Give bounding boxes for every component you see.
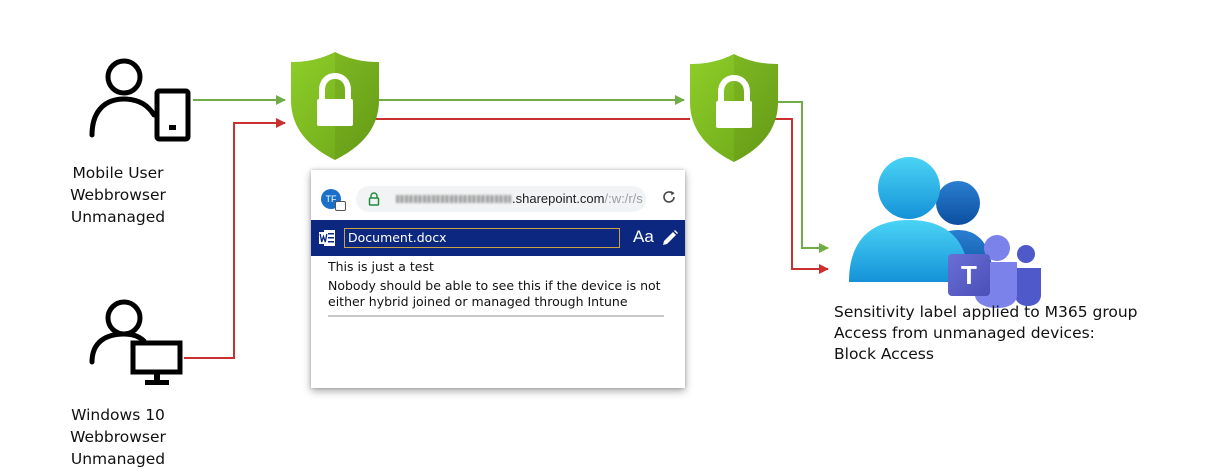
mobile-user-line-2: Webbrowser bbox=[70, 186, 166, 204]
document-line-2: Nobody should be able to see this if the… bbox=[328, 278, 661, 293]
document-name: Document.docx bbox=[348, 230, 447, 245]
url-text: .sharepoint.com/:w:/r/s bbox=[512, 191, 643, 206]
shield2-to-teams-green-arrow bbox=[775, 101, 829, 253]
windows-user-line-3: Unmanaged bbox=[70, 450, 166, 468]
mobile-user-line-1: Mobile User bbox=[72, 164, 164, 182]
address-bar[interactable]: .sharepoint.com/:w:/r/s bbox=[356, 186, 646, 212]
edit-pencil-icon[interactable] bbox=[661, 229, 679, 247]
reload-icon[interactable] bbox=[661, 189, 677, 205]
profile-badge-icon bbox=[335, 201, 346, 211]
mobile-browser-screenshot: TF .sharepoint.com/:w:/r/s Document.docx… bbox=[311, 170, 685, 388]
word-toolbar: Document.docx Aa bbox=[311, 220, 685, 256]
document-line-3: either hybrid joined or managed through … bbox=[328, 294, 628, 309]
teams-badge-letter: T bbox=[961, 260, 977, 290]
shield-lock-icon-2 bbox=[690, 54, 778, 162]
windows-user-caption: Windows 10 Webbrowser Unmanaged bbox=[53, 404, 183, 470]
document-body: This is just a test Nobody should be abl… bbox=[328, 259, 673, 310]
caption-line-2: Access from unmanaged devices: bbox=[834, 324, 1095, 342]
windows-to-shield-arrow bbox=[184, 118, 286, 359]
document-line-1: This is just a test bbox=[328, 259, 434, 274]
m365-group-teams-icon bbox=[849, 157, 1041, 308]
mobile-user-icon bbox=[89, 58, 191, 142]
windows-user-line-1: Windows 10 bbox=[71, 406, 165, 424]
shield-lock-icon bbox=[291, 52, 379, 160]
caption-line-1: Sensitivity label applied to M365 group bbox=[834, 303, 1138, 321]
caption-line-3: Block Access bbox=[834, 345, 934, 363]
mobile-user-line-3: Unmanaged bbox=[70, 208, 166, 226]
url-domain: .sharepoint.com bbox=[512, 191, 605, 206]
windows-user-line-2: Webbrowser bbox=[70, 428, 166, 446]
blurred-tenant-name bbox=[396, 195, 511, 203]
windows-user-icon bbox=[89, 299, 183, 385]
mobile-user-caption: Mobile User Webbrowser Unmanaged bbox=[53, 162, 183, 228]
word-app-icon bbox=[319, 230, 335, 246]
text-size-button[interactable]: Aa bbox=[633, 227, 654, 246]
shield2-to-teams-red-arrow bbox=[775, 118, 829, 274]
sensitivity-label-caption: Sensitivity label applied to M365 group … bbox=[834, 302, 1138, 365]
secure-lock-icon bbox=[368, 192, 380, 206]
document-name-field[interactable]: Document.docx bbox=[344, 228, 620, 248]
document-divider bbox=[328, 315, 664, 317]
url-path: /:w:/r/s bbox=[604, 191, 643, 206]
